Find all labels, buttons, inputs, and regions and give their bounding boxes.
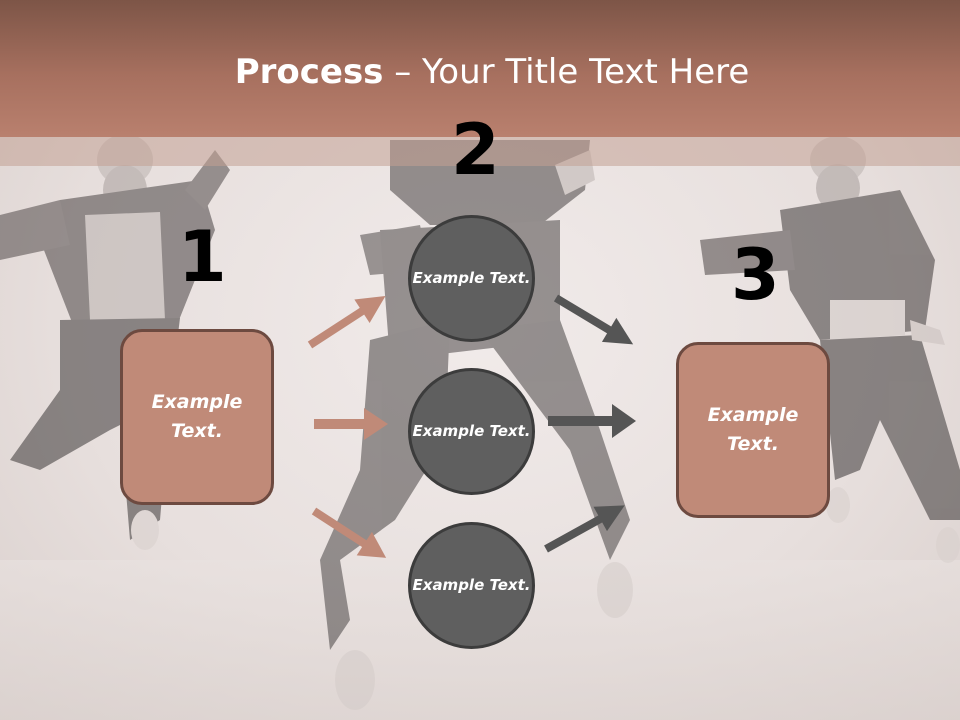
step-3-box: Example Text. [676, 342, 830, 518]
title-rest: – Your Title Text Here [383, 52, 750, 92]
title-bold: Process [234, 52, 384, 92]
step-1-box: Example Text. [120, 329, 274, 505]
step-number-1: 1 [178, 216, 227, 298]
title-bar-band [0, 137, 960, 166]
arrow-circle-2-to-3-icon [548, 404, 636, 438]
step-3-text: Example Text. [707, 404, 799, 455]
step-2-circle-1: Example Text. [408, 215, 535, 342]
arrow-1-to-circle-3-icon [311, 507, 387, 558]
arrow-1-to-circle-2-icon [314, 408, 388, 440]
step-2-circle-3-text: Example Text. [412, 576, 531, 594]
step-2-circle-2-text: Example Text. [412, 422, 531, 440]
step-2-circle-3: Example Text. [408, 522, 535, 649]
step-1-text: Example Text. [151, 391, 243, 442]
step-2-circle-1-text: Example Text. [412, 269, 531, 287]
step-number-3: 3 [731, 234, 780, 316]
slide-title: Process – Your Title Text Here [0, 52, 960, 92]
step-number-2: 2 [451, 109, 500, 191]
title-bar [0, 0, 960, 137]
step-2-circle-2: Example Text. [408, 368, 535, 495]
arrow-1-to-circle-1-icon [307, 295, 386, 349]
arrow-circle-3-to-3-icon [544, 505, 625, 553]
arrow-circle-1-to-3-icon [553, 294, 634, 345]
